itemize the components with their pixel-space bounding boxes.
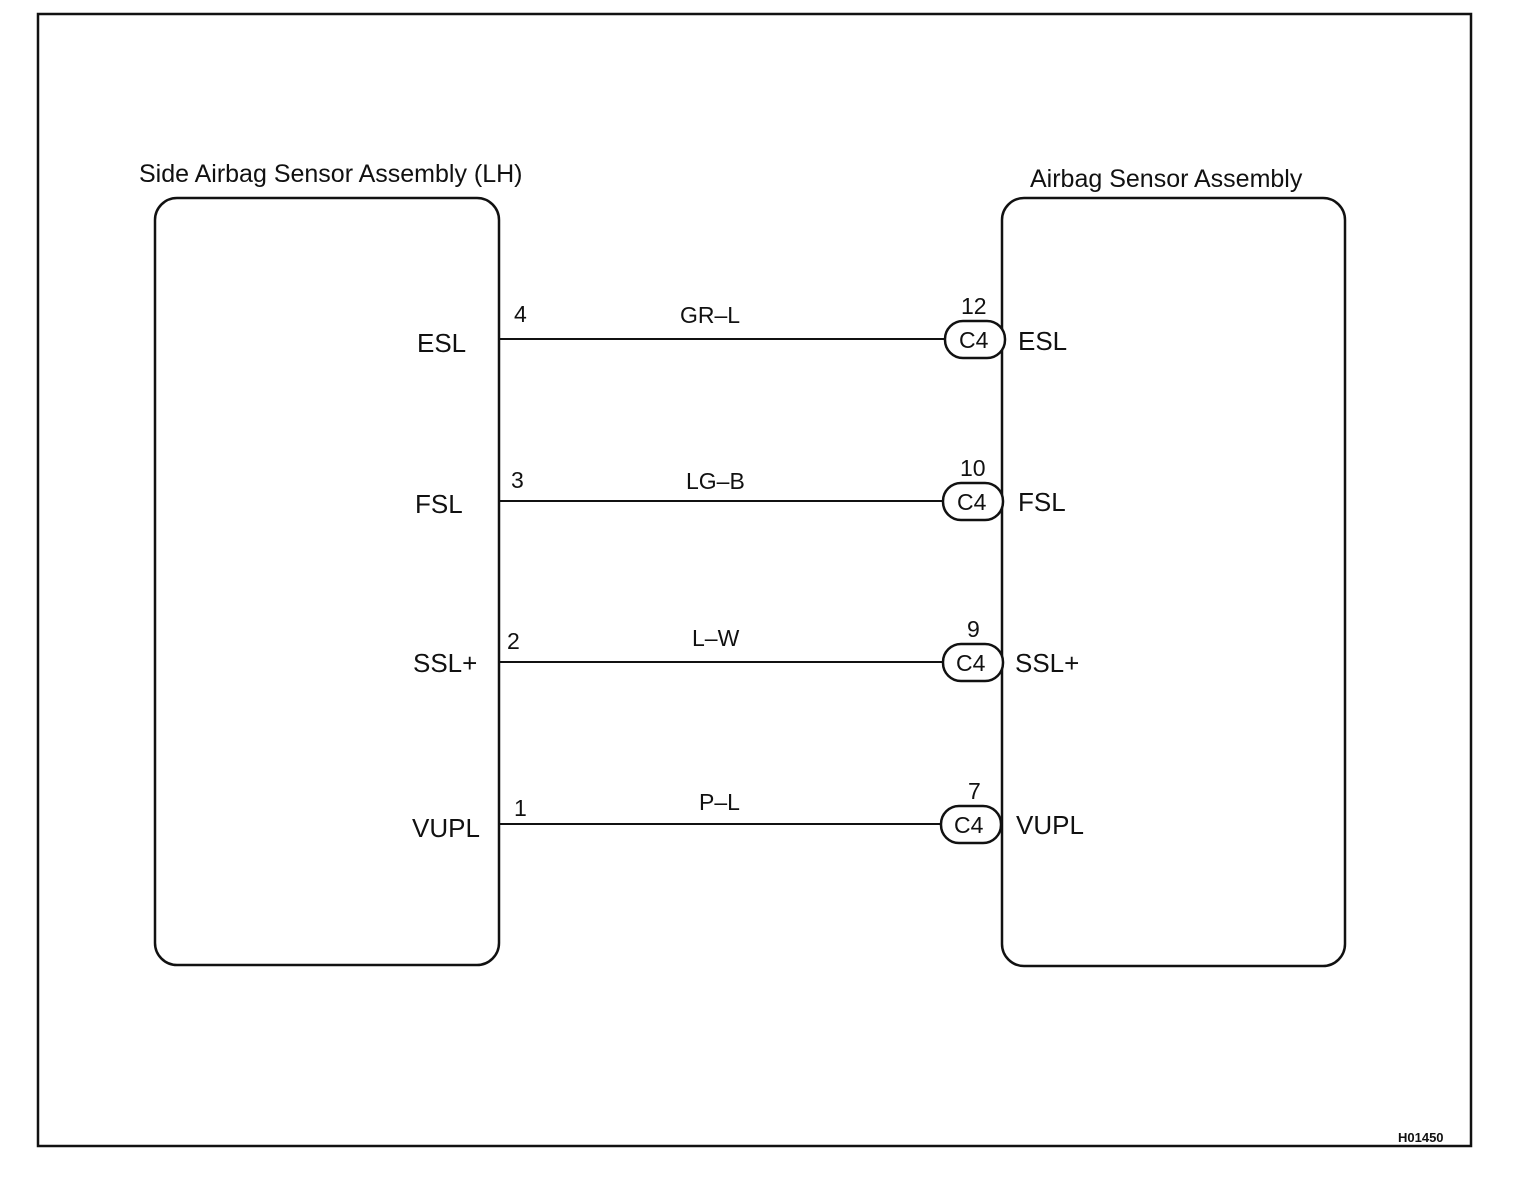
right-pin-number-10: 10 — [960, 455, 986, 481]
right-pin-name-vupl: VUPL — [1016, 810, 1084, 840]
connector-c4-fsl — [941, 481, 1005, 522]
right-pin-name-ssl: SSL+ — [1015, 648, 1080, 678]
right-pin-number-9: 9 — [967, 616, 980, 642]
wire-label-gr-l: GR–L — [680, 302, 741, 328]
wire-label-l-w: L–W — [692, 625, 740, 651]
left-pin-name-fsl: FSL — [415, 489, 463, 519]
left-pin-number-4: 4 — [514, 301, 527, 327]
right-pin-name-esl: ESL — [1018, 326, 1068, 356]
right-pin-number-12: 12 — [961, 293, 987, 319]
right-pin-name-fsl: FSL — [1018, 487, 1066, 517]
connector-label-esl: C4 — [959, 327, 989, 353]
connector-label-vupl: C4 — [954, 812, 984, 838]
connector-c4-vupl — [939, 804, 1003, 845]
left-component-title: Side Airbag Sensor Assembly (LH) — [139, 160, 523, 188]
left-pin-number-3: 3 — [511, 467, 524, 493]
left-pin-name-esl: ESL — [417, 328, 467, 358]
right-component-box — [1000, 196, 1347, 968]
right-component-title: Airbag Sensor Assembly — [1030, 165, 1303, 193]
diagram-frame — [36, 12, 1473, 1148]
left-pin-number-2: 2 — [507, 628, 520, 654]
wire-label-p-l: P–L — [699, 789, 740, 815]
figure-code: H01450 — [1398, 1130, 1444, 1145]
left-pin-name-vupl: VUPL — [412, 813, 480, 843]
connector-label-ssl: C4 — [956, 650, 986, 676]
connector-c4-esl — [943, 319, 1007, 360]
left-pin-number-1: 1 — [514, 795, 527, 821]
connector-label-fsl: C4 — [957, 489, 987, 515]
right-pin-number-7: 7 — [968, 778, 981, 804]
wire-label-lg-b: LG–B — [686, 468, 745, 494]
left-component-box — [153, 196, 501, 967]
connector-c4-ssl — [941, 642, 1005, 683]
left-pin-name-ssl: SSL+ — [413, 648, 478, 678]
